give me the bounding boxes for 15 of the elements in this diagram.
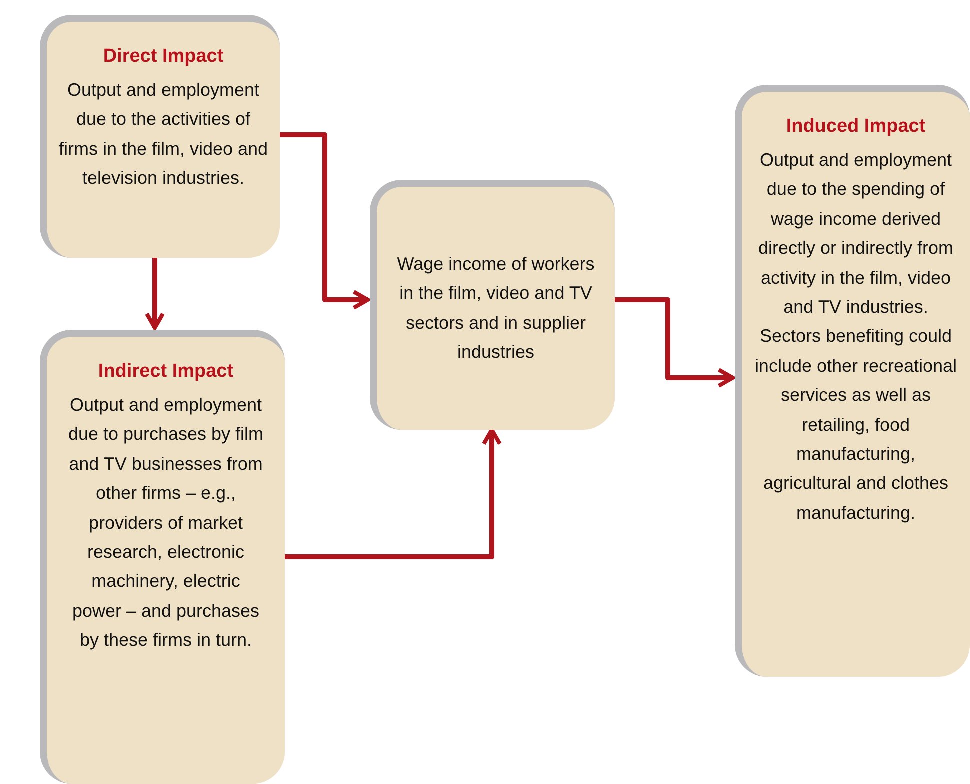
- impact-card: [40, 15, 280, 258]
- card-heading: Indirect Impact: [98, 361, 234, 383]
- card-text: Output and employment due to the activities of firms in the film, video and television industries.: [58, 79, 268, 190]
- arrow: [615, 298, 735, 388]
- arrow: [145, 258, 165, 330]
- arrow: [280, 132, 370, 310]
- card-text: Output and employment due to the spending of wage income derived directly or indirectly from activity in the film, video and TV industries. Sectors benefiting could include other recreational services as well as retailing, food manufacturing, agricultural and clothes manufacturing.: [754, 149, 958, 525]
- card-heading: Induced Impact: [786, 116, 926, 138]
- arrow: [285, 428, 502, 560]
- impact-card: [40, 330, 285, 784]
- card-heading: Direct Impact: [103, 46, 224, 68]
- card-text: Output and employment due to purchases by film and TV businesses from other firms – e.g., providers of market research, electronic machinery, electric power – and purchases by these firms in turn.: [67, 394, 265, 652]
- impact-card: [370, 180, 615, 430]
- card-text: Wage income of workers in the film, video and TV sectors and in supplier industries: [396, 252, 596, 364]
- impact-card: [735, 85, 970, 677]
